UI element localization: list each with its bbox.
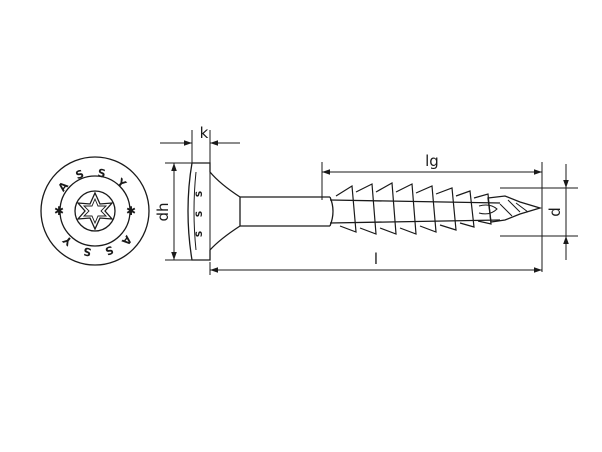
head-top-view: ✱ ✱ (40, 156, 150, 266)
dim-label-l: l (374, 250, 378, 268)
head-letter: A (56, 179, 72, 194)
head-letter: S (82, 244, 92, 258)
torx-drive-icon (76, 191, 114, 231)
head-side-marking: S S S (195, 191, 205, 237)
drive-recess-circle (74, 190, 116, 232)
head-outer-circle (40, 156, 150, 266)
dim-label-k: k (200, 124, 209, 142)
asterisk-icon-left: ✱ (54, 204, 64, 218)
head-letter: S (103, 243, 115, 258)
head-inner-circle (59, 175, 131, 247)
dim-label-dh: dh (154, 202, 172, 221)
head-marking-letters: A S S Y A S S Y (56, 166, 135, 258)
thread-flights (335, 182, 492, 235)
asterisk-icon-right: ✱ (126, 204, 136, 218)
dim-label-lg: lg (425, 152, 439, 170)
side-letter: S (195, 211, 205, 217)
head-letter: Y (60, 232, 76, 248)
side-letter: S (195, 231, 205, 237)
side-letter: S (195, 191, 205, 197)
screw-tip (487, 195, 543, 223)
dimension-lines (160, 130, 578, 275)
head-letter: S (74, 167, 86, 182)
screw-side-view (187, 162, 543, 261)
dim-label-d: d (546, 207, 564, 217)
head-letter: S (97, 166, 107, 180)
head-letter: Y (113, 175, 129, 191)
